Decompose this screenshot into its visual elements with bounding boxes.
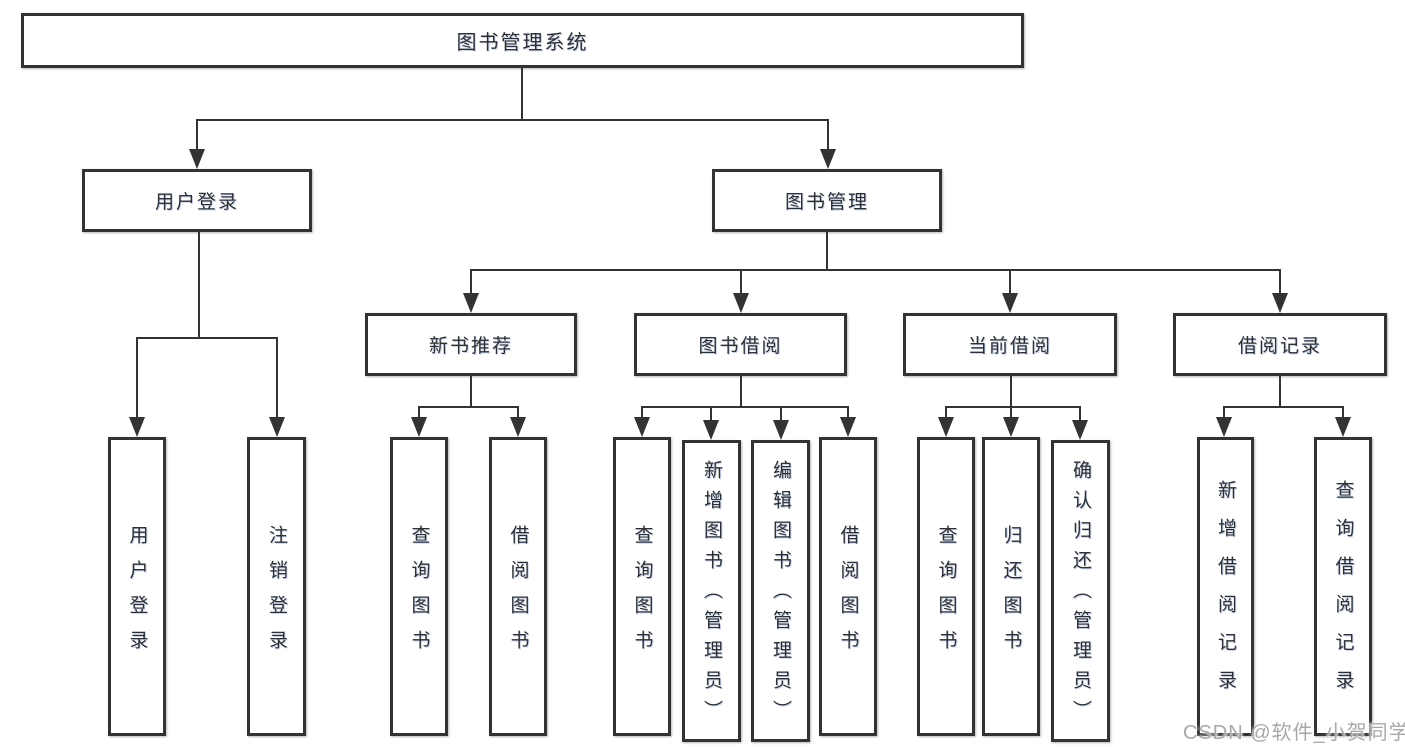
arrow-down-icon <box>634 417 650 437</box>
connector-stem-bb-edit <box>780 406 782 420</box>
node-new-book-recommend: 新书推荐 <box>365 313 577 376</box>
node-bb-add-books-admin: 新增图书（管理员） <box>682 440 741 742</box>
connector-current-borrow-bar <box>945 406 1081 408</box>
arrow-down-icon <box>411 417 427 437</box>
arrow-down-icon <box>1072 420 1088 440</box>
connector-stem-br-query <box>1342 406 1344 417</box>
node-cb-query-books: 查询图书 <box>917 437 975 736</box>
arrow-down-icon <box>463 293 479 313</box>
node-ul-user-login: 用户登录 <box>108 437 166 736</box>
csdn-watermark: CSDN @软件_小贺同学 <box>1183 722 1405 744</box>
node-ul-logout: 注销登录 <box>247 437 306 736</box>
connector-new-books-bar <box>418 406 519 408</box>
node-nb-borrow-books: 借阅图书 <box>489 437 547 736</box>
connector-stem-bb-borrow <box>847 406 849 417</box>
connector-borrow-records-trunk <box>1279 376 1281 407</box>
node-bb-query-books: 查询图书 <box>613 437 671 736</box>
connector-stem-nb-borrow <box>517 406 519 417</box>
arrow-down-icon <box>189 149 205 169</box>
connector-new-books-trunk <box>470 376 472 407</box>
arrow-down-icon <box>129 417 145 437</box>
connector-book-borrow-bar <box>641 406 848 408</box>
connector-stem-book-management <box>827 119 829 149</box>
connector-book-borrow-trunk <box>740 376 742 407</box>
arrow-down-icon <box>269 417 285 437</box>
connector-stem-cb-confirm <box>1079 406 1081 420</box>
connector-stem-ul-logout <box>276 337 278 417</box>
arrow-down-icon <box>510 417 526 437</box>
arrow-down-icon <box>703 420 719 440</box>
node-user-login: 用户登录 <box>82 169 312 232</box>
connector-stem-user-login <box>196 119 198 149</box>
arrow-down-icon <box>1003 417 1019 437</box>
connector-book-management-bar <box>470 269 1281 271</box>
node-bb-borrow-books: 借阅图书 <box>819 437 877 736</box>
node-current-borrow: 当前借阅 <box>903 313 1117 376</box>
arrow-down-icon <box>733 293 749 313</box>
node-nb-query-books: 查询图书 <box>390 437 448 736</box>
connector-stem-cb-return <box>1010 406 1012 417</box>
connector-current-borrow-trunk <box>1010 376 1012 407</box>
connector-root-bar <box>196 119 828 121</box>
arrow-down-icon <box>773 420 789 440</box>
connector-stem-current-borrow <box>1009 269 1011 293</box>
connector-stem-cb-query <box>945 406 947 417</box>
arrow-down-icon <box>1272 293 1288 313</box>
arrow-down-icon <box>1335 417 1351 437</box>
connector-stem-ul-user-login <box>136 337 138 417</box>
connector-user-login-trunk <box>198 232 200 338</box>
node-bb-edit-books-admin: 编辑图书（管理员） <box>751 440 810 742</box>
connector-stem-bb-add <box>710 406 712 420</box>
node-borrow-records: 借阅记录 <box>1173 313 1387 376</box>
node-br-add-record: 新增借阅记录 <box>1197 437 1254 736</box>
node-book-management: 图书管理 <box>712 169 942 232</box>
arrow-down-icon <box>1002 293 1018 313</box>
node-br-query-record: 查询借阅记录 <box>1314 437 1372 736</box>
connector-borrow-records-bar <box>1223 406 1344 408</box>
node-cb-confirm-return-admin: 确认归还（管理员） <box>1051 440 1110 742</box>
connector-stem-borrow-records <box>1279 269 1281 293</box>
connector-stem-br-add <box>1223 406 1225 417</box>
node-root-library-management-system: 图书管理系统 <box>21 13 1024 68</box>
arrow-down-icon <box>840 417 856 437</box>
node-cb-return-books: 归还图书 <box>982 437 1040 736</box>
arrow-down-icon <box>938 417 954 437</box>
arrow-down-icon <box>1216 417 1232 437</box>
connector-stem-bb-query <box>641 406 643 417</box>
connector-stem-new-books <box>470 269 472 293</box>
node-book-borrow: 图书借阅 <box>634 313 847 376</box>
arrow-down-icon <box>820 149 836 169</box>
connector-root-trunk <box>521 68 523 120</box>
connector-user-login-bar <box>136 337 277 339</box>
connector-stem-book-borrow <box>740 269 742 293</box>
connector-book-management-trunk <box>826 232 828 270</box>
connector-stem-nb-query <box>418 406 420 417</box>
